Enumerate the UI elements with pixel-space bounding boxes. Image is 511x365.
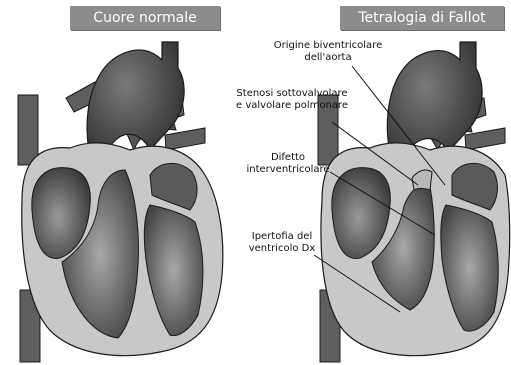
label-line: e valvolare polmonare	[222, 100, 362, 112]
label-origine-biventricolare: Origine biventricolare dell'aorta	[258, 40, 398, 64]
label-line: Ipertofia del	[232, 231, 332, 243]
label-difetto: Difetto interventricolare	[238, 152, 338, 176]
vena-cava-superior	[18, 95, 38, 165]
label-line: dell'aorta	[258, 52, 398, 64]
label-line: Difetto	[238, 152, 338, 164]
title-normal-heart: Cuore normale	[70, 6, 220, 30]
label-line: Stenosi sottovalvolare	[222, 88, 362, 100]
label-line: ventricolo Dx	[232, 243, 332, 255]
pulmonary-vein	[165, 128, 205, 150]
label-stenosi: Stenosi sottovalvolare e valvolare polmo…	[222, 88, 362, 112]
title-fallot: Tetralogia di Fallot	[340, 6, 504, 30]
label-ipertofia: Ipertofia del ventricolo Dx	[232, 231, 332, 255]
label-line: interventricolare	[238, 164, 338, 176]
label-line: Origine biventricolare	[258, 40, 398, 52]
normal-heart	[18, 42, 223, 362]
